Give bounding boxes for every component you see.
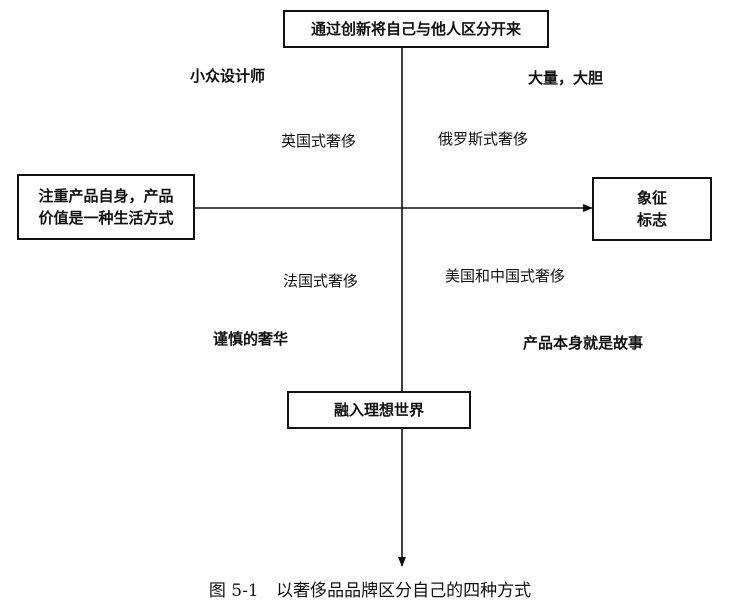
figure-caption: 图 5-1 以奢侈品品牌区分自己的四种方式 <box>0 576 740 601</box>
caption-text: 以奢侈品品牌区分自己的四种方式 <box>276 581 532 601</box>
bottom-box-label: 融入理想世界 <box>333 401 424 419</box>
caption-number: 图 5-1 <box>208 581 259 601</box>
left-box-line2: 价值是一种生活方式 <box>38 209 174 227</box>
top-box-label: 通过创新将自己与他人区分开来 <box>310 20 521 38</box>
label-bottom-right-inner: 美国和中国式奢侈 <box>445 267 566 285</box>
label-top-left-outer: 小众设计师 <box>190 67 266 85</box>
right-box-line1: 象征 <box>636 189 667 207</box>
label-top-right-outer: 大量，大胆 <box>528 69 604 87</box>
top-box: 通过创新将自己与他人区分开来 <box>283 10 549 48</box>
right-box-line2: 标志 <box>636 211 667 229</box>
label-top-right-inner: 俄罗斯式奢侈 <box>438 130 529 148</box>
right-box: 象征 标志 <box>592 177 712 241</box>
label-bottom-right-outer: 产品本身就是故事 <box>523 334 644 352</box>
label-bottom-left-inner: 法国式奢侈 <box>283 272 359 290</box>
bottom-box: 融入理想世界 <box>287 391 471 429</box>
left-box-line1: 注重产品自身，产品 <box>38 187 174 205</box>
label-top-left-inner: 英国式奢侈 <box>281 132 357 150</box>
label-bottom-left-outer: 谨慎的奢华 <box>213 330 289 348</box>
left-box: 注重产品自身，产品 价值是一种生活方式 <box>17 174 195 240</box>
